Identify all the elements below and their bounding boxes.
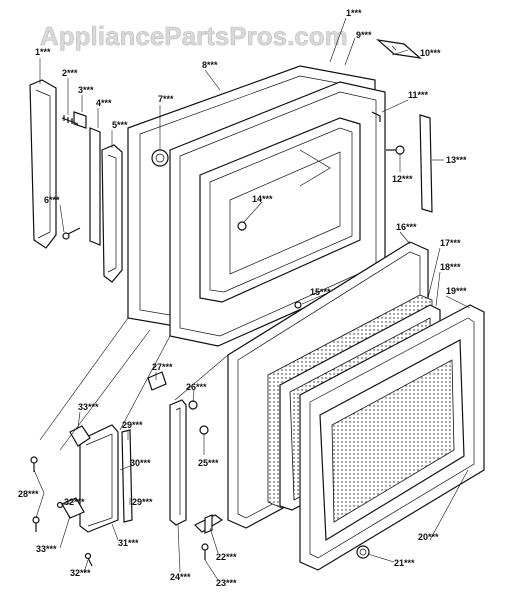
callout-labels: 1*** 1*** 2*** 3*** 4*** 5*** 6*** 7*** … — [18, 8, 467, 588]
callout-25: 25*** — [198, 458, 219, 468]
leader-lines — [33, 17, 471, 581]
callout-21: 21*** — [394, 558, 415, 568]
hinge-channel-24 — [169, 399, 187, 526]
door-handle — [29, 79, 57, 249]
callout-14: 14*** — [252, 194, 273, 204]
callout-1b: 1*** — [346, 8, 362, 18]
door-bumper — [356, 545, 370, 559]
callout-32a: 32*** — [64, 497, 85, 507]
callout-4: 4*** — [96, 98, 112, 108]
hinge-spring-33-bottom — [61, 497, 85, 519]
callout-6: 6*** — [44, 195, 60, 205]
callout-33a: 33*** — [78, 402, 99, 412]
hinge-pin-25 — [199, 425, 209, 435]
callout-1: 1*** — [35, 47, 51, 57]
callout-5: 5*** — [112, 120, 128, 130]
hinge-bracket-22 — [193, 514, 224, 534]
callout-32b: 32*** — [70, 568, 91, 578]
handle-trim — [101, 144, 123, 283]
callout-17: 17*** — [440, 238, 461, 248]
top-hinge-bracket — [376, 39, 422, 59]
callout-9: 9*** — [356, 30, 372, 40]
callout-18: 18*** — [440, 262, 461, 272]
callout-29b: 29*** — [132, 497, 153, 507]
hinge-arm-29 — [121, 429, 133, 523]
callout-11: 11*** — [408, 90, 429, 100]
callout-24: 24*** — [170, 572, 191, 582]
handle-screw-lower — [62, 227, 81, 240]
callout-13: 13*** — [446, 155, 467, 165]
callout-22: 22*** — [216, 552, 237, 562]
callout-16: 16*** — [396, 222, 417, 232]
callout-23: 23*** — [216, 578, 237, 588]
handle-spacer — [73, 111, 87, 129]
handle-gasket — [89, 127, 101, 246]
screw-23 — [201, 543, 209, 560]
callout-31: 31*** — [118, 538, 139, 548]
callout-29a: 29*** — [122, 420, 143, 430]
door-clip — [371, 111, 381, 122]
hinge-plate-30 — [79, 424, 119, 533]
callout-12: 12*** — [392, 174, 413, 184]
callout-28: 28*** — [18, 489, 39, 499]
handle-screw — [61, 115, 79, 125]
side-strip — [419, 114, 433, 213]
callout-27: 27*** — [152, 362, 173, 372]
callout-10: 10*** — [420, 48, 441, 58]
callout-26: 26*** — [186, 382, 207, 392]
callout-7: 7*** — [158, 94, 174, 104]
screw-12 — [386, 145, 405, 155]
callout-8: 8*** — [202, 60, 218, 70]
liner-screw-14 — [237, 221, 247, 231]
callout-2: 2*** — [62, 68, 78, 78]
callout-30: 30*** — [130, 458, 151, 468]
hinge-pin-26 — [188, 400, 198, 410]
callout-20: 20*** — [418, 532, 439, 542]
watermark-text: AppliancePartsPros.com — [40, 21, 348, 51]
callout-15: 15*** — [310, 287, 331, 297]
callout-3: 3*** — [78, 85, 94, 95]
callout-33b: 33*** — [36, 544, 57, 554]
hinge-clip-27 — [147, 371, 167, 391]
liner-screw-15 — [294, 301, 302, 309]
window-trim — [299, 304, 485, 571]
callout-19: 19*** — [446, 286, 467, 296]
